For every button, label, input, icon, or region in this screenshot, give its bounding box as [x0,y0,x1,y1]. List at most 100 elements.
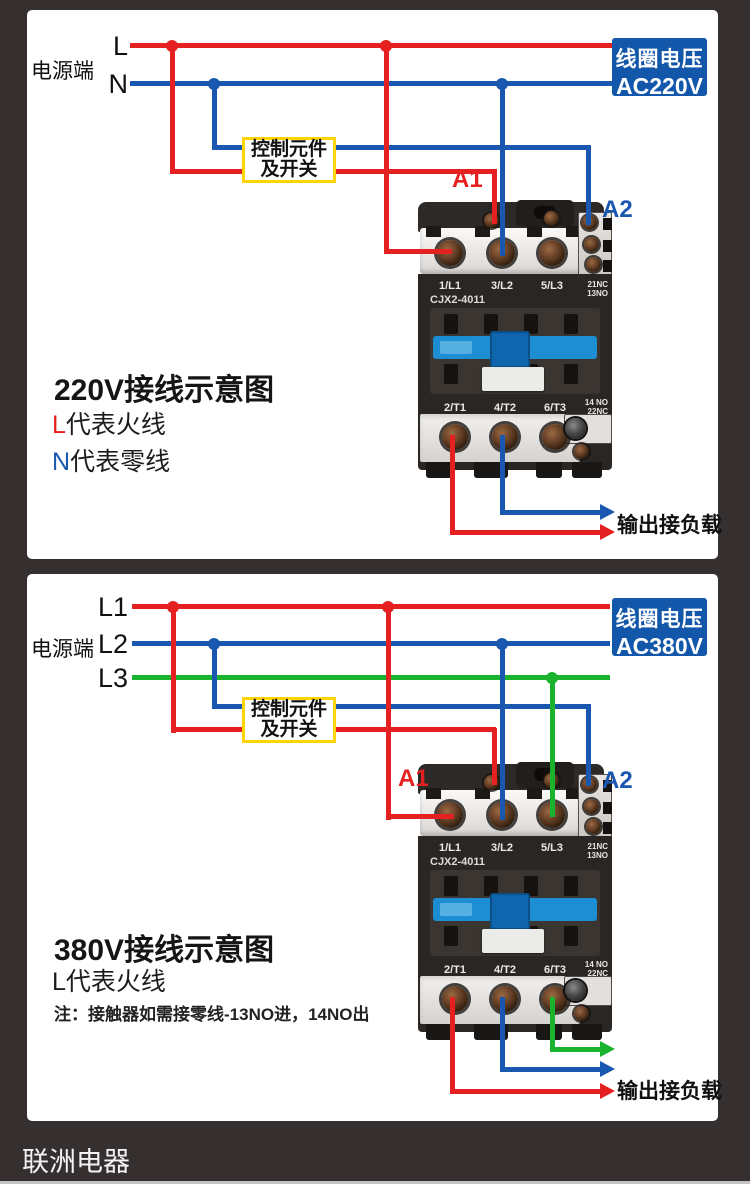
wire-n-drop-to-3l2 [500,82,505,256]
slot [564,926,578,946]
terminal-label-5l3: 5/L3 [540,842,563,854]
slot [484,876,498,896]
contactor-foot [572,462,602,478]
aux-screw [584,799,599,814]
aux-tab [603,240,612,252]
wire-2t1-out [450,997,455,1094]
wire-a2-drop [586,704,591,786]
terminal-label-2t1: 2/T1 [443,964,466,976]
control-box: 控制元件 及开关 [242,697,336,743]
legend-text-n: 代表零线 [70,448,171,476]
wire-control-to-a2 [336,145,589,150]
wire-2t1-out-h [450,530,600,535]
wire-l3-drop-to-5l3 [550,676,555,817]
wire-control-to-a1 [336,169,496,174]
coil-voltage-title: 线圈电压 [615,48,704,71]
aux-contact-labels: 21NC 13NO [568,280,608,298]
wire-l3-horizontal [132,675,610,680]
aux-14no-screw [565,980,586,1001]
control-box: 控制元件 及开关 [242,137,336,183]
control-box-line2: 及开关 [260,719,318,740]
contactor-foot [426,462,452,478]
contactor-blue-latch [440,341,472,354]
contactor-model: CJX2-4011 [430,294,486,306]
output-load-label: 输出接负载 [617,514,722,537]
contactor-foot [426,1024,452,1040]
terminal-label-6t3: 6/T3 [543,402,566,414]
legend-key-l: L [52,411,66,439]
arrow-red-output [600,524,615,540]
label-21nc: 21NC [587,842,608,851]
terminal-5l3-screw [539,240,565,266]
wire-l-into-control [170,169,242,174]
line-label-n: N [108,69,129,99]
wire-n-drop-to-control [212,82,217,149]
slot [564,314,578,334]
slot [444,876,458,896]
junction-dot-red [380,40,392,52]
contactor-blue-latch [440,903,472,916]
contactor-foot [536,1024,562,1040]
wire-n-into-control [212,145,242,150]
wire-6t3-out [550,997,555,1052]
terminal-label-1l1: 1/L1 [438,842,461,854]
terminal-separator [566,226,581,237]
coil-voltage-box-380v: 线圈电压 AC380V [612,598,707,659]
legend-text-l: 代表火线 [65,968,166,996]
aux-tab [603,218,612,230]
legend-text-l: 代表火线 [65,411,166,439]
terminal-6t3-screw [542,986,568,1012]
terminal-label-2t1: 2/T1 [443,402,466,414]
coil-screw [544,211,559,226]
wire-a2-drop [586,145,591,225]
junction-dot-blue [208,638,220,650]
terminal-separator [527,788,542,799]
junction-dot-blue [496,638,508,650]
power-side-label: 电源端 [31,638,94,661]
contactor-foot [474,1024,508,1040]
slot [564,876,578,896]
wire-l2-drop-to-control [212,642,217,709]
wire-l-drop-to-control [170,44,175,174]
arrow-blue-output [600,1061,615,1077]
label-22nc: 22NC [587,407,608,416]
slot [524,314,538,334]
terminal-label-6t3: 6/T3 [543,964,566,976]
terminal-2t1-screw [442,986,468,1012]
coil-voltage-value: AC380V [616,633,703,659]
contactor-foot [572,1024,602,1040]
label-14no: 14 NO [584,398,608,407]
contactor-380v: 1/L1 3/L2 5/L3 21NC 13NO CJX2-4011 2/T1 … [418,762,612,1044]
control-box-line2: 及开关 [260,159,318,180]
terminal-label-4t2: 4/T2 [493,964,516,976]
contactor-foot [474,462,508,478]
terminal-separator [475,226,490,237]
label-13no: 13NO [587,851,608,860]
legend-live-wire: L代表火线 [52,405,166,441]
wiring-note: 注：接触器如需接零线-13NO进，14NO出 [54,1005,370,1024]
slot [484,314,498,334]
wire-l2-into-control [212,704,242,709]
label-22nc: 22NC [587,969,608,978]
terminal-label-a1: A1 [398,765,429,792]
terminal-label-4t2: 4/T2 [493,402,516,414]
bottom-divider [0,1181,750,1184]
wire-n-horizontal [130,81,612,86]
contactor-model: CJX2-4011 [430,856,486,868]
aux-tab [603,780,612,792]
coil-voltage-value: AC220V [616,73,703,99]
wire-2t1-out-h [450,1089,600,1094]
wire-a1-drop [492,728,497,785]
terminal-separator [426,788,441,799]
label-13no: 13NO [587,289,608,298]
wire-4t2-out [500,997,505,1072]
junction-dot-red [382,601,394,613]
terminal-separator [566,788,581,799]
junction-dot-red [167,601,179,613]
coil-voltage-title: 线圈电压 [615,608,704,631]
terminal-label-a2: A2 [602,196,633,223]
terminal-separator [527,226,542,237]
control-box-line1: 控制元件 [250,139,327,160]
wire-l-horizontal [130,43,612,48]
